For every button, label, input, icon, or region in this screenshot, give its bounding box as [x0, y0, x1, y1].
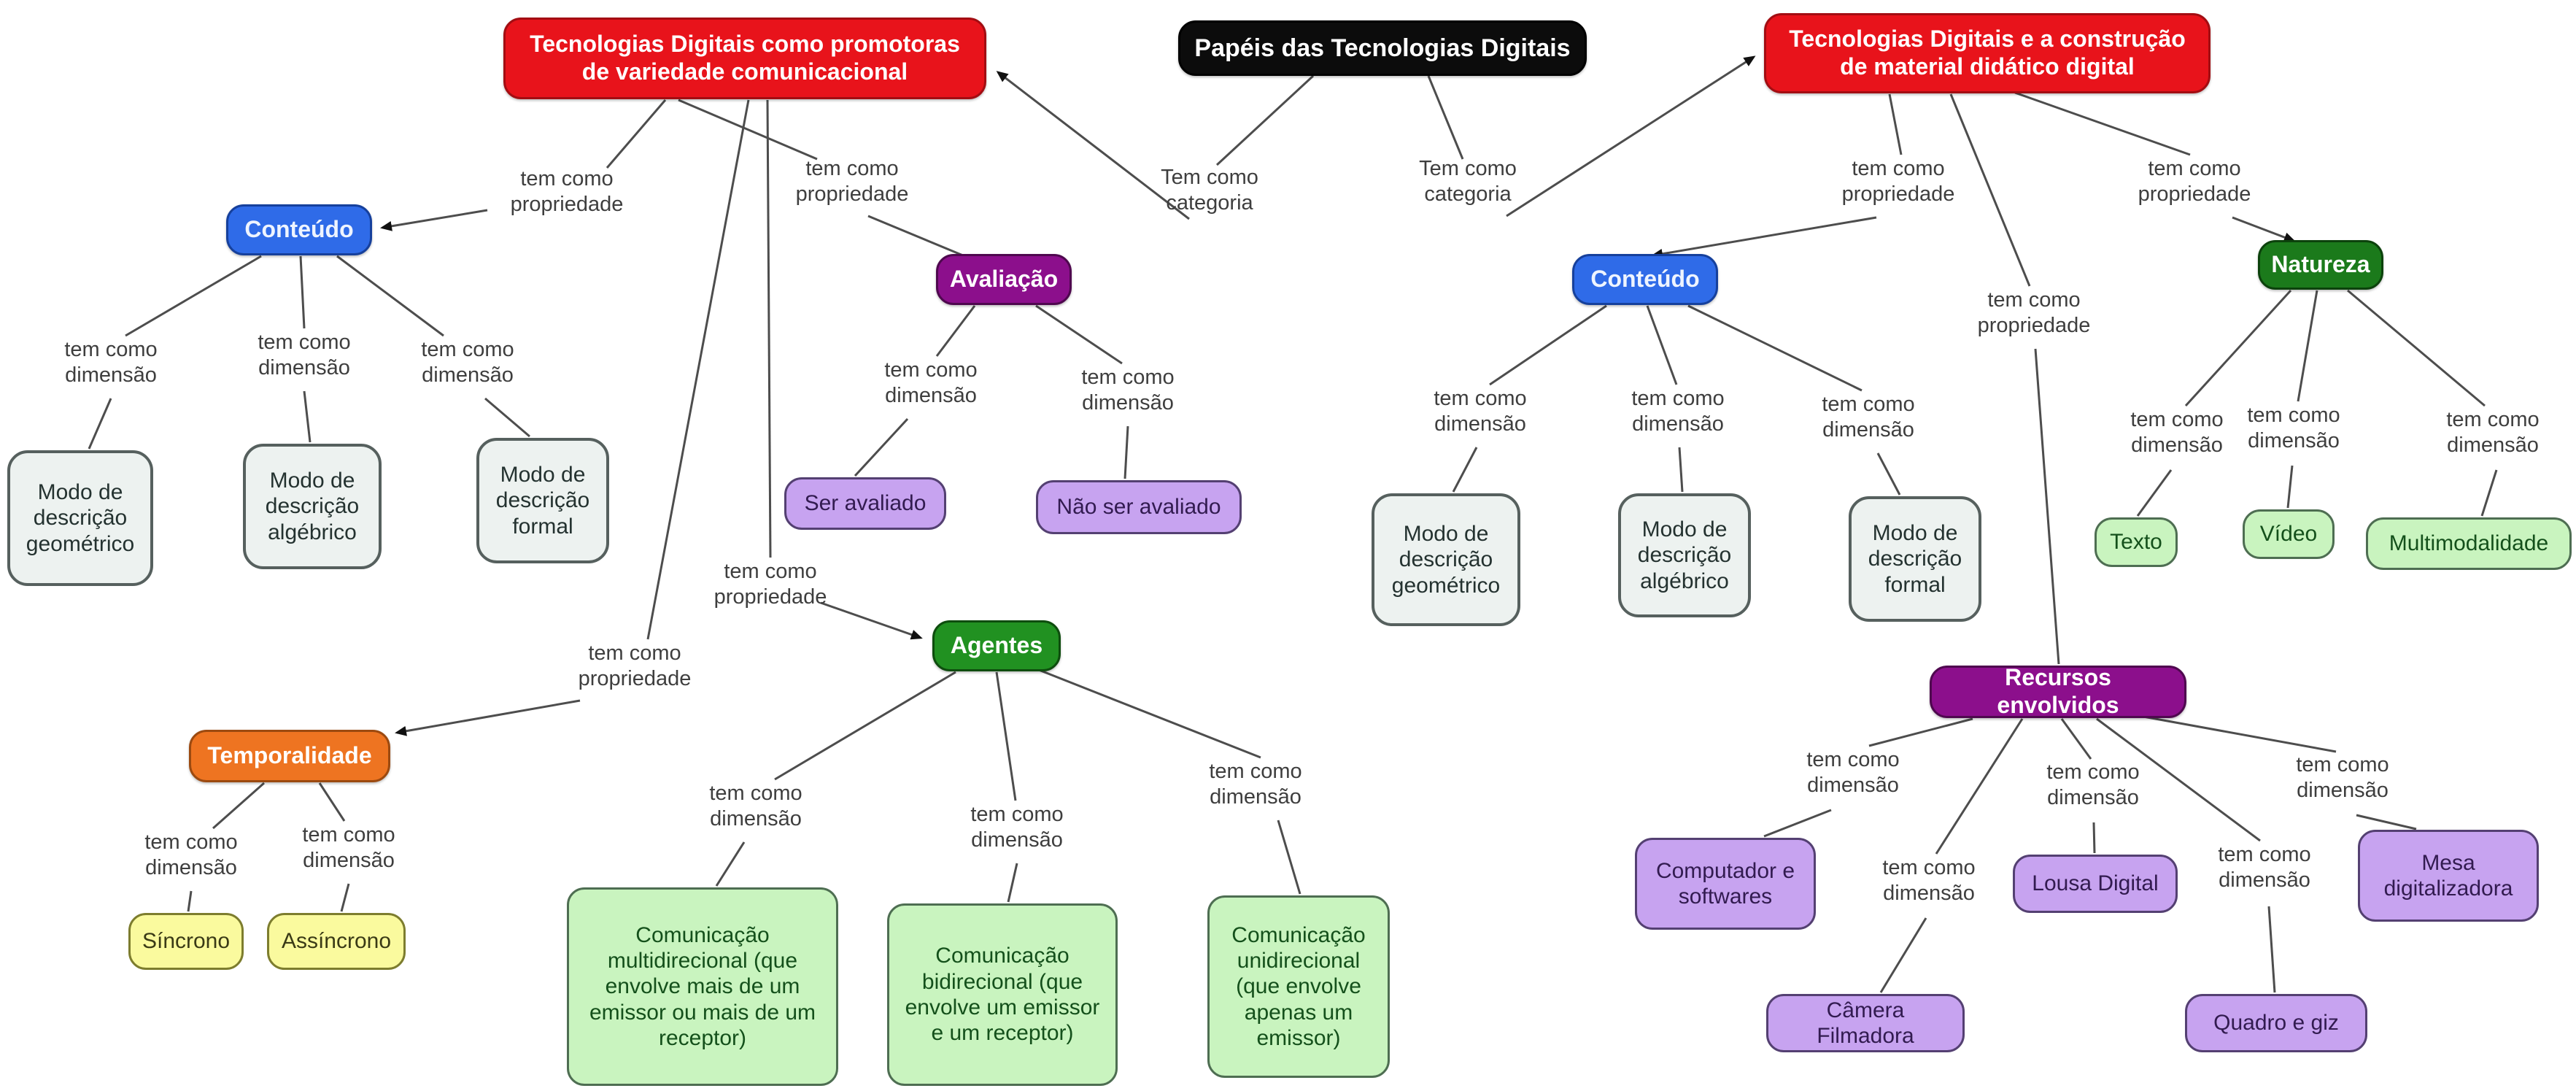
edge-label-dimensao: tem como dimensão	[2247, 404, 2340, 452]
edge-label-dimensao: tem como dimensão	[144, 830, 238, 879]
edge-label-dimensao: tem como dimensão	[64, 338, 158, 387]
node-modo-descricao-algebrico-right[interactable]: Modo de descrição algébrico	[1618, 493, 1751, 617]
edge-label-dimensao: tem como dimensão	[2446, 408, 2540, 457]
edge-label-dimensao: tem como dimensão	[709, 782, 802, 830]
node-modo-descricao-algebrico-left[interactable]: Modo de descrição algébrico	[243, 444, 382, 569]
node-video[interactable]: Vídeo	[2243, 509, 2335, 559]
edge-label-categoria: Tem como categoria	[1419, 157, 1517, 206]
edge-label-propriedade: tem como propriedade	[795, 157, 909, 206]
node-multimodalidade[interactable]: Multimodalidade	[2366, 517, 2572, 570]
edge-label-propriedade: tem como propriedade	[2138, 157, 2251, 206]
node-avaliacao[interactable]: Avaliação	[936, 254, 1072, 305]
edge-label-dimensao: tem como dimensão	[1081, 366, 1175, 415]
edge-label-propriedade: tem como propriedade	[1977, 288, 2091, 337]
edge-label-dimensao: tem como dimensão	[1631, 387, 1725, 436]
node-conteudo-left[interactable]: Conteúdo	[226, 204, 372, 255]
node-nao-ser-avaliado[interactable]: Não ser avaliado	[1036, 480, 1242, 534]
edge-label-dimensao: tem como dimensão	[1822, 393, 1915, 442]
node-comunicacao-multidirecional[interactable]: Comunicação multidirecional (que envolve…	[567, 887, 838, 1086]
node-modo-descricao-formal-right[interactable]: Modo de descrição formal	[1849, 496, 1981, 622]
node-modo-descricao-geometrico-left[interactable]: Modo de descrição geométrico	[7, 450, 153, 586]
node-category-variedade-comunicacional[interactable]: Tecnologias Digitais como promotoras de …	[503, 18, 986, 99]
node-texto[interactable]: Texto	[2095, 517, 2178, 567]
node-modo-descricao-formal-left[interactable]: Modo de descrição formal	[476, 438, 609, 563]
edge-label-dimensao: tem como dimensão	[884, 358, 978, 407]
edge-label-dimensao: tem como dimensão	[2046, 760, 2140, 809]
edge-label-propriedade: tem como propriedade	[1841, 157, 1955, 206]
edge-label-dimensao: tem como dimensão	[1434, 387, 1527, 436]
edge-label-dimensao: tem como dimensão	[2296, 753, 2389, 802]
node-sincrono[interactable]: Síncrono	[128, 913, 244, 970]
node-mesa-digitalizadora[interactable]: Mesa digitalizadora	[2358, 830, 2539, 922]
edge-label-dimensao: tem como dimensão	[421, 338, 514, 387]
edge-label-dimensao: tem como dimensão	[258, 331, 351, 379]
node-computador-e-softwares[interactable]: Computador e softwares	[1635, 838, 1816, 930]
node-quadro-e-giz[interactable]: Quadro e giz	[2185, 994, 2367, 1052]
edge-label-categoria: Tem como categoria	[1161, 166, 1258, 215]
node-comunicacao-bidirecional[interactable]: Comunicação bidirecional (que envolve um…	[887, 903, 1118, 1086]
node-root-papeis-tecnologias-digitais[interactable]: Papéis das Tecnologias Digitais	[1178, 20, 1587, 76]
edge-label-dimensao: tem como dimensão	[1882, 856, 1976, 905]
node-lousa-digital[interactable]: Lousa Digital	[2013, 855, 2178, 913]
edge-label-dimensao: tem como dimensão	[2218, 843, 2311, 892]
edge-label-dimensao: tem como dimensão	[970, 803, 1064, 852]
node-natureza[interactable]: Natureza	[2258, 240, 2383, 290]
node-category-material-didatico[interactable]: Tecnologias Digitais e a construção de m…	[1764, 13, 2211, 93]
edge-label-propriedade: tem como propriedade	[578, 641, 692, 690]
edge-label-propriedade: tem como propriedade	[713, 560, 827, 609]
node-recursos-envolvidos[interactable]: Recursos envolvidos	[1930, 664, 2186, 718]
edge-label-dimensao: tem como dimensão	[302, 823, 395, 872]
node-ser-avaliado[interactable]: Ser avaliado	[784, 477, 946, 530]
edge-label-dimensao: tem como dimensão	[1806, 748, 1900, 797]
node-conteudo-right[interactable]: Conteúdo	[1572, 254, 1718, 305]
edge-label-dimensao: tem como dimensão	[2130, 408, 2224, 457]
edge-label-dimensao: tem como dimensão	[1209, 760, 1302, 809]
node-agentes[interactable]: Agentes	[932, 620, 1061, 671]
node-camera-filmadora[interactable]: Câmera Filmadora	[1766, 994, 1965, 1052]
edge-label-propriedade: tem como propriedade	[510, 167, 624, 216]
node-modo-descricao-geometrico-right[interactable]: Modo de descrição geométrico	[1372, 493, 1520, 626]
node-temporalidade[interactable]: Temporalidade	[189, 730, 390, 782]
node-comunicacao-unidirecional[interactable]: Comunicação unidirecional (que envolve a…	[1207, 895, 1390, 1078]
node-assincrono[interactable]: Assíncrono	[267, 913, 406, 970]
